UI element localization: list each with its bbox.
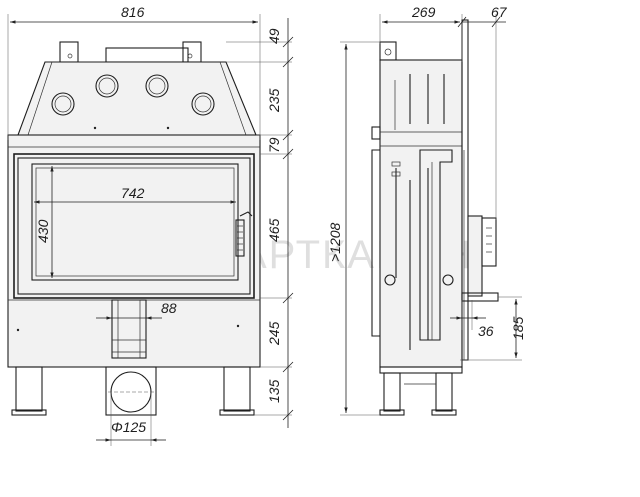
side-bracket — [379, 41, 397, 61]
left-bracket — [59, 41, 79, 63]
front-dimensions: 816 49 235 79 465 245 135 742 430 88 — [7, 4, 294, 446]
dim-depth-67: 67 — [491, 4, 508, 20]
dim-742: 742 — [121, 185, 145, 201]
dim-235: 235 — [266, 88, 282, 113]
right-bracket — [182, 41, 202, 63]
dim-depth-269: 269 — [411, 4, 436, 20]
door-frame — [13, 153, 255, 299]
dim-245: 245 — [266, 321, 282, 346]
side-leg-rear — [435, 372, 453, 412]
body — [7, 134, 261, 368]
side-knob-left — [384, 274, 396, 286]
flue-spigot — [105, 366, 157, 416]
dim-465: 465 — [266, 218, 282, 242]
side-leg-front — [383, 372, 401, 412]
dim-49: 49 — [266, 28, 282, 44]
dim-430: 430 — [35, 219, 51, 243]
dim-88: 88 — [161, 300, 177, 316]
front-view — [7, 41, 261, 416]
side-body — [379, 59, 463, 368]
side-dimensions: 269 67 >1208 185 36 — [327, 4, 526, 416]
door-handle[interactable] — [235, 219, 245, 257]
dim-135: 135 — [266, 379, 282, 403]
dim-height-1208: >1208 — [327, 222, 343, 262]
rear-vent — [467, 215, 483, 297]
dim-79: 79 — [266, 137, 282, 153]
outlet-rings — [51, 74, 215, 116]
dim-width-816: 816 — [121, 4, 145, 20]
side-view — [371, 19, 499, 416]
left-leg — [15, 366, 43, 412]
right-leg — [223, 366, 251, 412]
dim-vent-185: 185 — [510, 316, 526, 340]
dim-vent-36: 36 — [478, 323, 494, 339]
side-knob-right — [442, 274, 454, 286]
glass-panel — [31, 163, 239, 281]
dim-flue-125: Φ125 — [111, 419, 146, 435]
